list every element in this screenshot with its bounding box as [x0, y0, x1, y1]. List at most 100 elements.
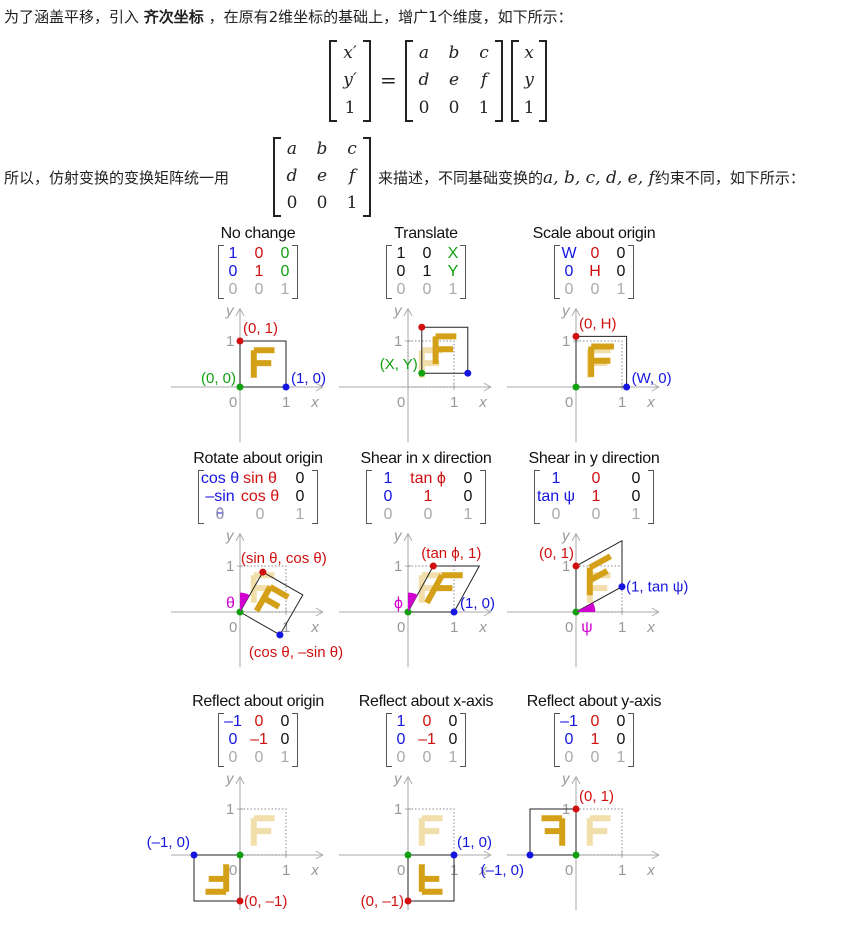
matrix-cell: 1 [396, 713, 406, 730]
x-basis-point [450, 851, 458, 859]
matrix-cell: H [589, 263, 601, 280]
matrix-cell: 0 [422, 749, 432, 766]
origin-label: 0 [397, 619, 405, 636]
matrix-cell: 1 [295, 506, 305, 523]
origin-point [572, 851, 580, 859]
panel-title: Reflect about x-axis [358, 693, 494, 710]
origin-label: 0 [229, 619, 237, 636]
x-axis-label: x [646, 619, 655, 636]
transformed-square [193, 854, 241, 902]
matrix-cell: tan ϕ [410, 470, 446, 487]
a-11: e [316, 166, 328, 186]
y-arrow-icon [571, 532, 581, 542]
origin-point [404, 851, 412, 859]
panel-title: Shear in x direction [360, 450, 492, 467]
x-basis-point [282, 383, 290, 391]
x-arrow-icon [483, 607, 492, 617]
matrix-cell: 1 [591, 488, 601, 505]
origin-label: 0 [397, 394, 405, 411]
y-axis-label: y [393, 528, 403, 545]
matrix-cell: 1 [463, 506, 473, 523]
origin-point [236, 851, 244, 859]
matrix-cell: –1 [560, 713, 578, 730]
y-basis-point [236, 897, 244, 905]
panel-title: Translate [394, 225, 458, 242]
label-top: (0, H) [579, 315, 617, 332]
m-12: f [480, 70, 488, 90]
matrix-cell: –sin θ [205, 488, 235, 523]
x-basis-point [190, 851, 198, 859]
x-axis-label: x [646, 862, 655, 879]
matrix-cell: 1 [590, 731, 600, 748]
transformed-square [529, 808, 577, 856]
y-axis-label: y [561, 303, 571, 320]
x-one-label: 1 [618, 619, 626, 636]
transformed-f-glyph [588, 343, 614, 377]
label-left: (–1, 0) [147, 834, 190, 851]
y-axis-label: y [225, 528, 235, 545]
transformed-square [575, 335, 628, 388]
matrix-cell: 0 [215, 506, 225, 523]
y-basis-point [572, 805, 580, 813]
y-axis-label: y [225, 303, 235, 320]
matrix-cell: 1 [280, 749, 290, 766]
matrix-cell: 1 [422, 263, 432, 280]
label-top: (0, 1) [243, 320, 278, 337]
y-one-label: 1 [562, 333, 570, 350]
origin-point [418, 369, 426, 377]
original-f-glyph [418, 815, 443, 846]
x-axis-label: x [310, 394, 319, 411]
transformed-square [407, 854, 455, 902]
angle-wedge [576, 602, 596, 612]
original-square [407, 565, 455, 613]
transformed-f-glyph [586, 553, 612, 596]
x-axis-label: x [478, 394, 487, 411]
matrix-cell: 0 [564, 281, 574, 298]
a-02: c [347, 139, 357, 159]
matrix-cell: 0 [448, 731, 458, 748]
angle-label: ϕ [394, 595, 403, 612]
matrix-cell: 0 [295, 470, 305, 487]
transformed-f-glyph [418, 864, 443, 895]
label-left: (0, 0) [201, 370, 236, 387]
matrix-cell: 0 [254, 749, 264, 766]
matrix-cell: 1 [551, 470, 561, 487]
label-bottom: (cos θ, –sin θ) [249, 644, 343, 661]
lhs-1: y′ [343, 70, 357, 90]
matrix-cell: 1 [423, 488, 433, 505]
original-square [407, 808, 455, 856]
original-f-glyph [250, 815, 275, 846]
angle-label: θ [226, 595, 235, 612]
line2-vars: a, b, c, d, e, f [543, 168, 655, 188]
x-basis-point [464, 369, 472, 377]
a-12: f [348, 166, 356, 186]
matrix-cell: 0 [255, 506, 265, 523]
x-one-label: 1 [282, 619, 290, 636]
label-bottom: (0, –1) [244, 893, 287, 910]
line2-pre: 所以，仿射变换的变换矩阵统一用 [4, 169, 230, 187]
y-one-label: 1 [226, 801, 234, 818]
angle-wedge [240, 592, 250, 612]
m-20: 0 [418, 98, 430, 118]
x-one-label: 1 [282, 862, 290, 879]
line2-post: 来描述，不同基础变换的a, b, c, d, e, f约束不同，如下所示： [378, 167, 805, 188]
matrix-cell: sin θ [243, 470, 277, 487]
matrix-cell: 0 [564, 749, 574, 766]
original-f-glyph [586, 815, 611, 846]
x-axis-label: x [478, 619, 487, 636]
origin-label: 0 [565, 862, 573, 879]
x-arrow-icon [483, 850, 492, 860]
y-axis-label: y [225, 771, 235, 788]
label-right: (1, 0) [291, 370, 326, 387]
